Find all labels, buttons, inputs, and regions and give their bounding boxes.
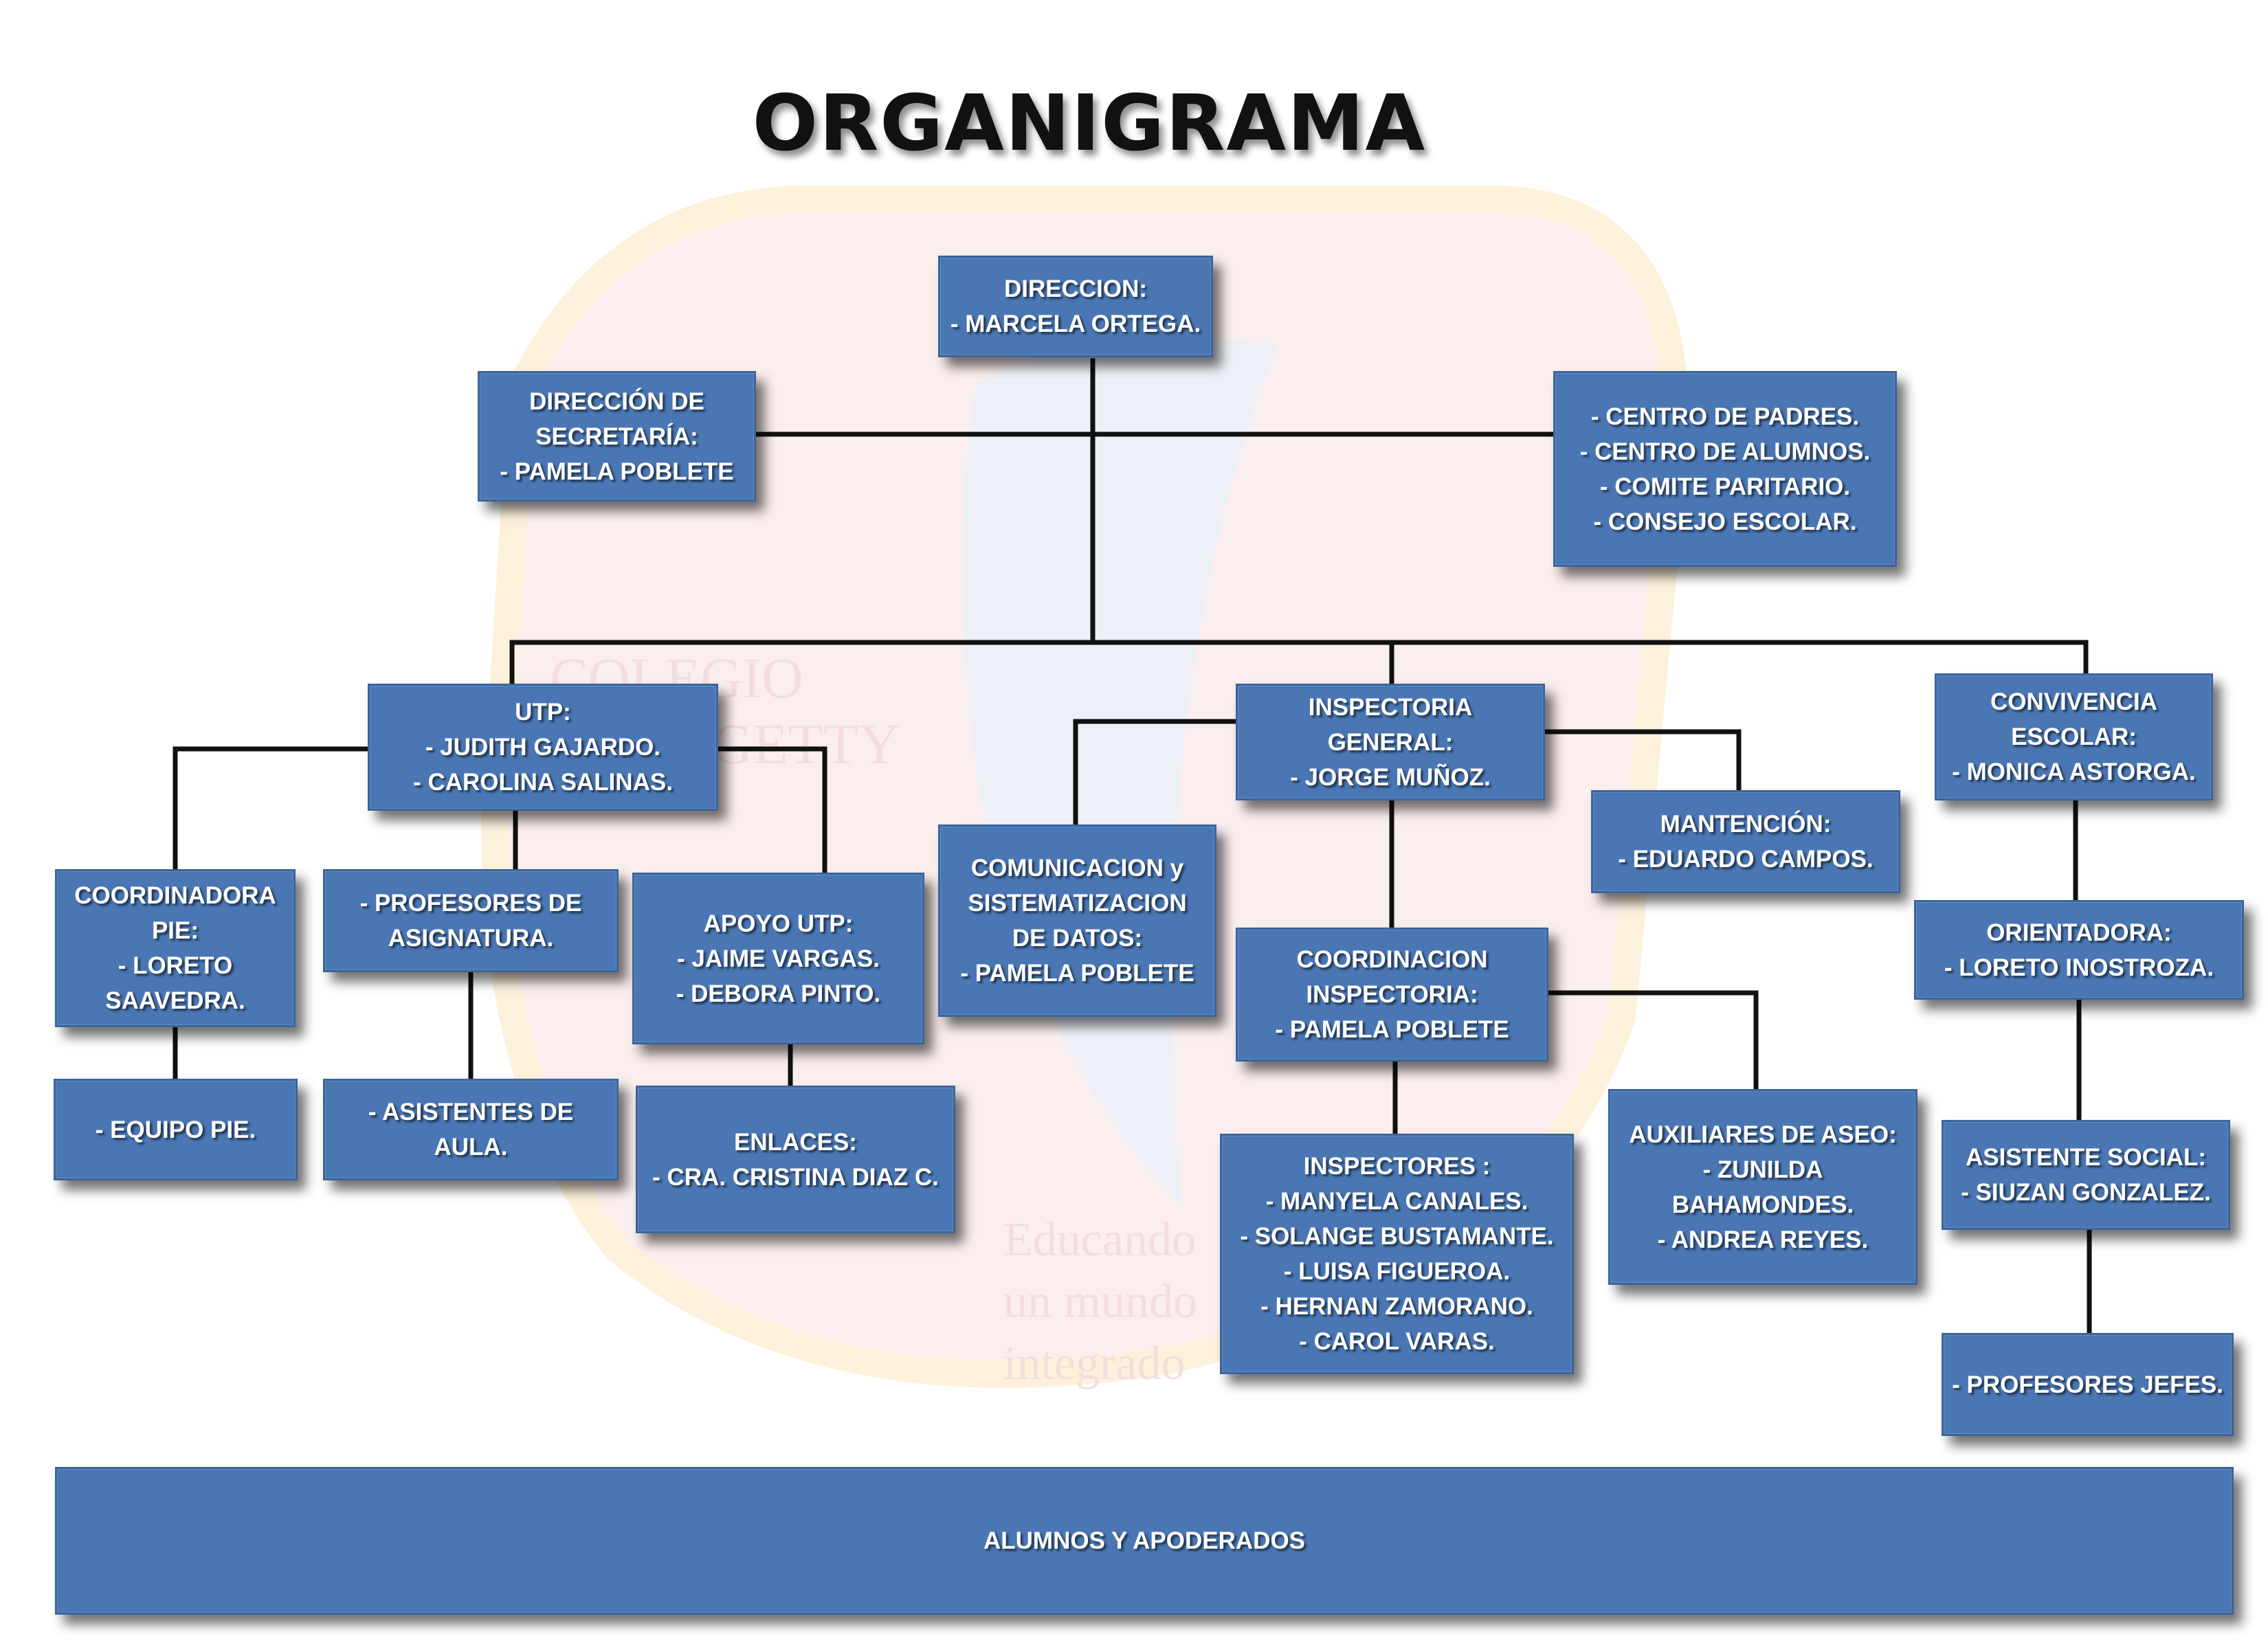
node-enlaces[interactable]: ENLACES:- CRA. CRISTINA DIAZ C. [636,1086,955,1233]
node-profesores-jefes[interactable]: - PROFESORES JEFES. [1942,1333,2234,1436]
node-orientadora[interactable]: ORIENTADORA:- LORETO INOSTROZA. [1914,900,2244,1000]
node-direccion[interactable]: DIRECCION:- MARCELA ORTEGA. [938,256,1213,357]
node-centros[interactable]: - CENTRO DE PADRES.- CENTRO DE ALUMNOS.-… [1553,371,1897,567]
node-mantencion[interactable]: MANTENCIÓN:- EDUARDO CAMPOS. [1591,790,1900,893]
page-title: ORGANIGRAMA [752,79,1427,168]
node-alumnos-apoderados[interactable]: ALUMNOS Y APODERADOS [55,1467,2234,1615]
node-asistente-social[interactable]: ASISTENTE SOCIAL:- SIUZAN GONZALEZ. [1942,1120,2230,1230]
node-apoyo-utp[interactable]: APOYO UTP:- JAIME VARGAS.- DEBORA PINTO. [632,873,924,1044]
node-inspectores[interactable]: INSPECTORES :- MANYELA CANALES.- SOLANGE… [1220,1134,1574,1374]
node-equipo-pie[interactable]: - EQUIPO PIE. [54,1079,298,1180]
node-utp[interactable]: UTP:- JUDITH GAJARDO.- CAROLINA SALINAS. [368,684,718,811]
